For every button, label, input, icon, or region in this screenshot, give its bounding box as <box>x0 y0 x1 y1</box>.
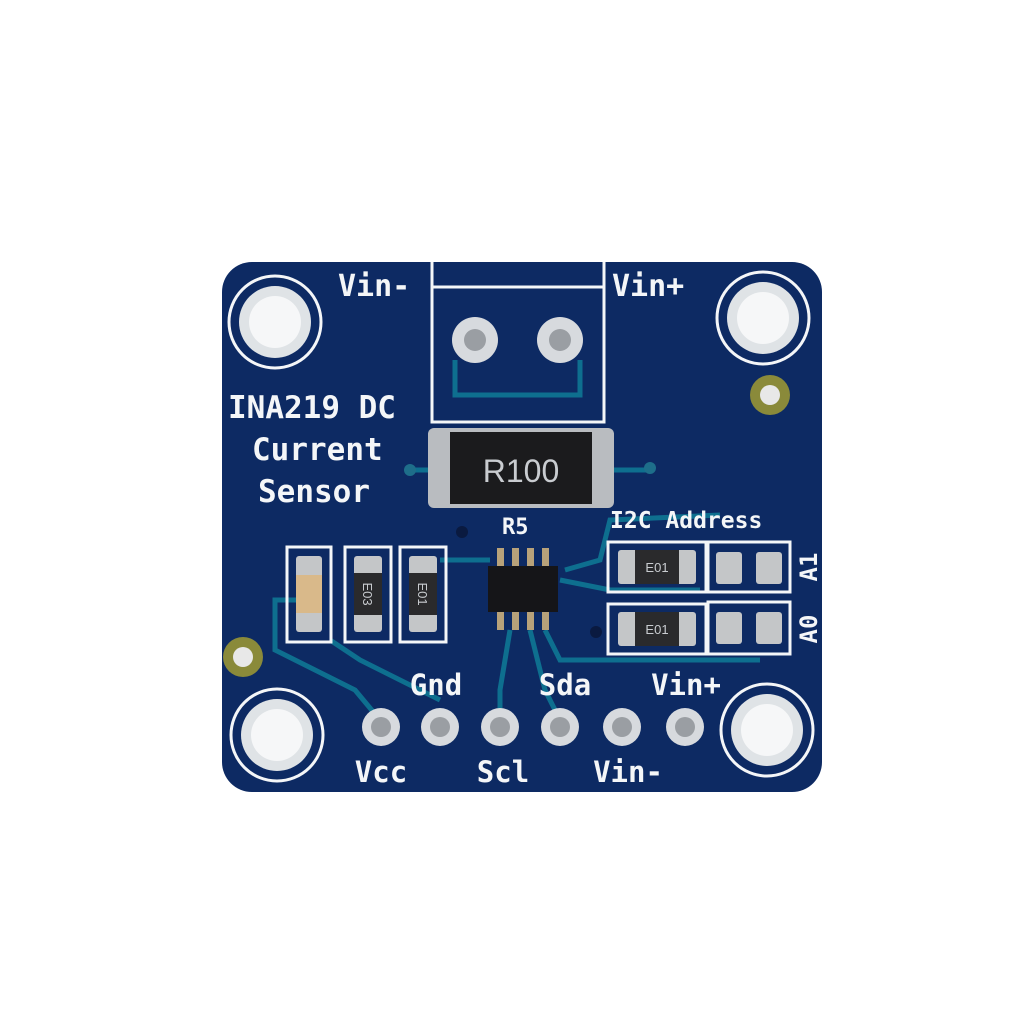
terminal-block <box>430 262 606 424</box>
pin-label-scl: Scl <box>477 755 529 789</box>
pin-label-gnd: Gnd <box>410 668 462 702</box>
jumper-label-a1: A1 <box>795 553 823 582</box>
i2c-address-jumpers: E01 E01 <box>606 540 792 656</box>
mounting-hole <box>715 270 811 366</box>
pin-label-vin-minus: Vin- <box>593 755 663 789</box>
pin-label-vcc: Vcc <box>355 755 407 789</box>
resistor-marking: E01 <box>645 622 668 637</box>
mounting-hole <box>719 682 815 778</box>
terminal-label-vin-minus: Vin- <box>338 269 410 304</box>
board-title-line2: Current <box>252 432 383 468</box>
smd-components-left: E03 E01 <box>285 545 448 644</box>
ina219-chip <box>488 548 558 630</box>
i2c-address-label: I2C Address <box>610 508 762 534</box>
copper-traces <box>272 360 760 722</box>
board-title-line1: INA219 DC <box>228 390 396 426</box>
resistor-marking: E01 <box>415 582 430 605</box>
header-pins <box>362 708 704 746</box>
pin-label-sda: Sda <box>539 668 591 702</box>
terminal-label-vin-plus: Vin+ <box>612 269 684 304</box>
pin-label-vin-plus: Vin+ <box>651 668 721 702</box>
board-title-line3: Sensor <box>258 474 370 510</box>
mounting-holes <box>223 270 815 783</box>
mounting-hole <box>227 274 323 370</box>
ic-ref-label: R5 <box>502 515 529 540</box>
resistor-marking: E03 <box>360 582 375 605</box>
jumper-label-a0: A0 <box>795 615 823 644</box>
resistor-marking: E01 <box>645 560 668 575</box>
shunt-marking: R100 <box>483 453 560 489</box>
shunt-resistor: R100 <box>428 428 614 508</box>
mounting-hole <box>229 687 325 783</box>
